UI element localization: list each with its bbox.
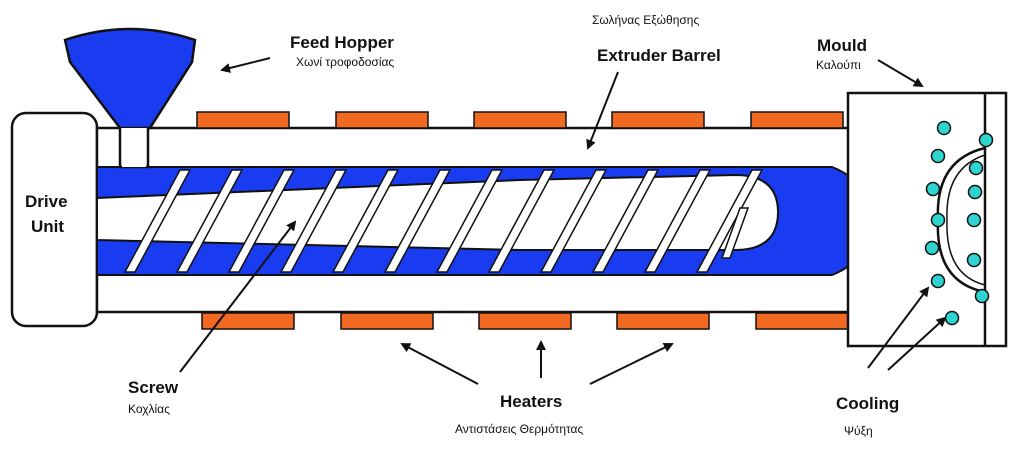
screw-flight-tip (720, 207, 750, 259)
barrel-arrow (586, 71, 619, 150)
screw-flight-5 (331, 169, 400, 273)
cooling-channel-8 (966, 212, 982, 228)
cooling-channel-4 (968, 160, 984, 176)
cooling-channel-10 (966, 252, 982, 268)
cooling-channel-3 (930, 148, 946, 164)
screw-flight-12 (695, 169, 764, 273)
heater-top-4 (611, 111, 705, 129)
heaters-greek-label: Αντιστάσεις Θερμότητας (455, 422, 584, 436)
screw-flight-9 (539, 169, 608, 273)
mould-cavity-inner (946, 154, 986, 286)
heater-bottom-2 (340, 312, 434, 330)
screw-flight-3 (227, 169, 296, 273)
extruder-barrel-greek-label: Σωλήνας Εξώθησης (592, 13, 700, 27)
cooling-channel-7 (930, 212, 946, 228)
heater-bands (196, 111, 849, 330)
screw-flights (123, 169, 764, 273)
screw-greek-label: Κοχλίας (128, 402, 170, 416)
cooling-channel-9 (924, 240, 940, 256)
feed-hopper-arrow (220, 57, 271, 73)
screw-flight-2 (175, 169, 244, 273)
cooling-channel-11 (930, 273, 946, 289)
cooling-channel-1 (936, 120, 952, 136)
mould-greek-label: Καλούπι (816, 58, 861, 72)
cooling-channel-13 (944, 310, 960, 326)
cooling-greek-label: Ψύξη (844, 424, 873, 438)
screw-label: Screw (128, 378, 179, 397)
heater-top-1 (196, 111, 290, 129)
heater-bottom-1 (201, 312, 295, 330)
screw-flight-7 (435, 169, 504, 273)
heater-arrow-right (589, 343, 674, 385)
cooling-channel-2 (978, 132, 994, 148)
screw-flight-8 (487, 169, 556, 273)
screw-flight-6 (383, 169, 452, 273)
cooling-label: Cooling (836, 394, 900, 413)
screw-flight-1 (123, 169, 192, 273)
mould-box (846, 91, 1008, 348)
screw-flight-11 (643, 169, 712, 273)
heaters-label: Heaters (500, 392, 563, 411)
mould-label: Mould (817, 36, 868, 55)
hopper-feed (70, 58, 190, 125)
cooling-channel-6 (967, 184, 983, 200)
feed-hopper-label: Feed Hopper (290, 33, 394, 52)
heater-top-5 (750, 111, 844, 129)
cooling-channel-12 (974, 288, 990, 304)
extruder-barrel-label: Extruder Barrel (597, 46, 721, 65)
cooling-arrow-1 (867, 286, 930, 369)
cooling-channels (924, 120, 994, 326)
cooling-arrow-2 (887, 316, 947, 371)
screw-flight-10 (591, 169, 660, 273)
feed-hopper-greek-label: Χωνί τροφοδοσίας (296, 55, 395, 69)
mould-arrow (877, 59, 924, 88)
screw-flight-4 (279, 169, 348, 273)
heater-bottom-4 (616, 312, 710, 330)
heater-bottom-3 (478, 312, 572, 330)
screw-arrow (179, 220, 297, 373)
drive-unit-label-line2: Unit (31, 217, 65, 236)
heater-top-2 (335, 111, 429, 129)
heater-arrow-left (400, 343, 479, 385)
drive-unit-label-line1: Drive (25, 192, 68, 211)
hopper-neck-fill (122, 128, 146, 167)
heater-bottom-5 (755, 312, 849, 330)
cooling-channel-5 (925, 181, 941, 197)
heater-top-3 (473, 111, 567, 129)
